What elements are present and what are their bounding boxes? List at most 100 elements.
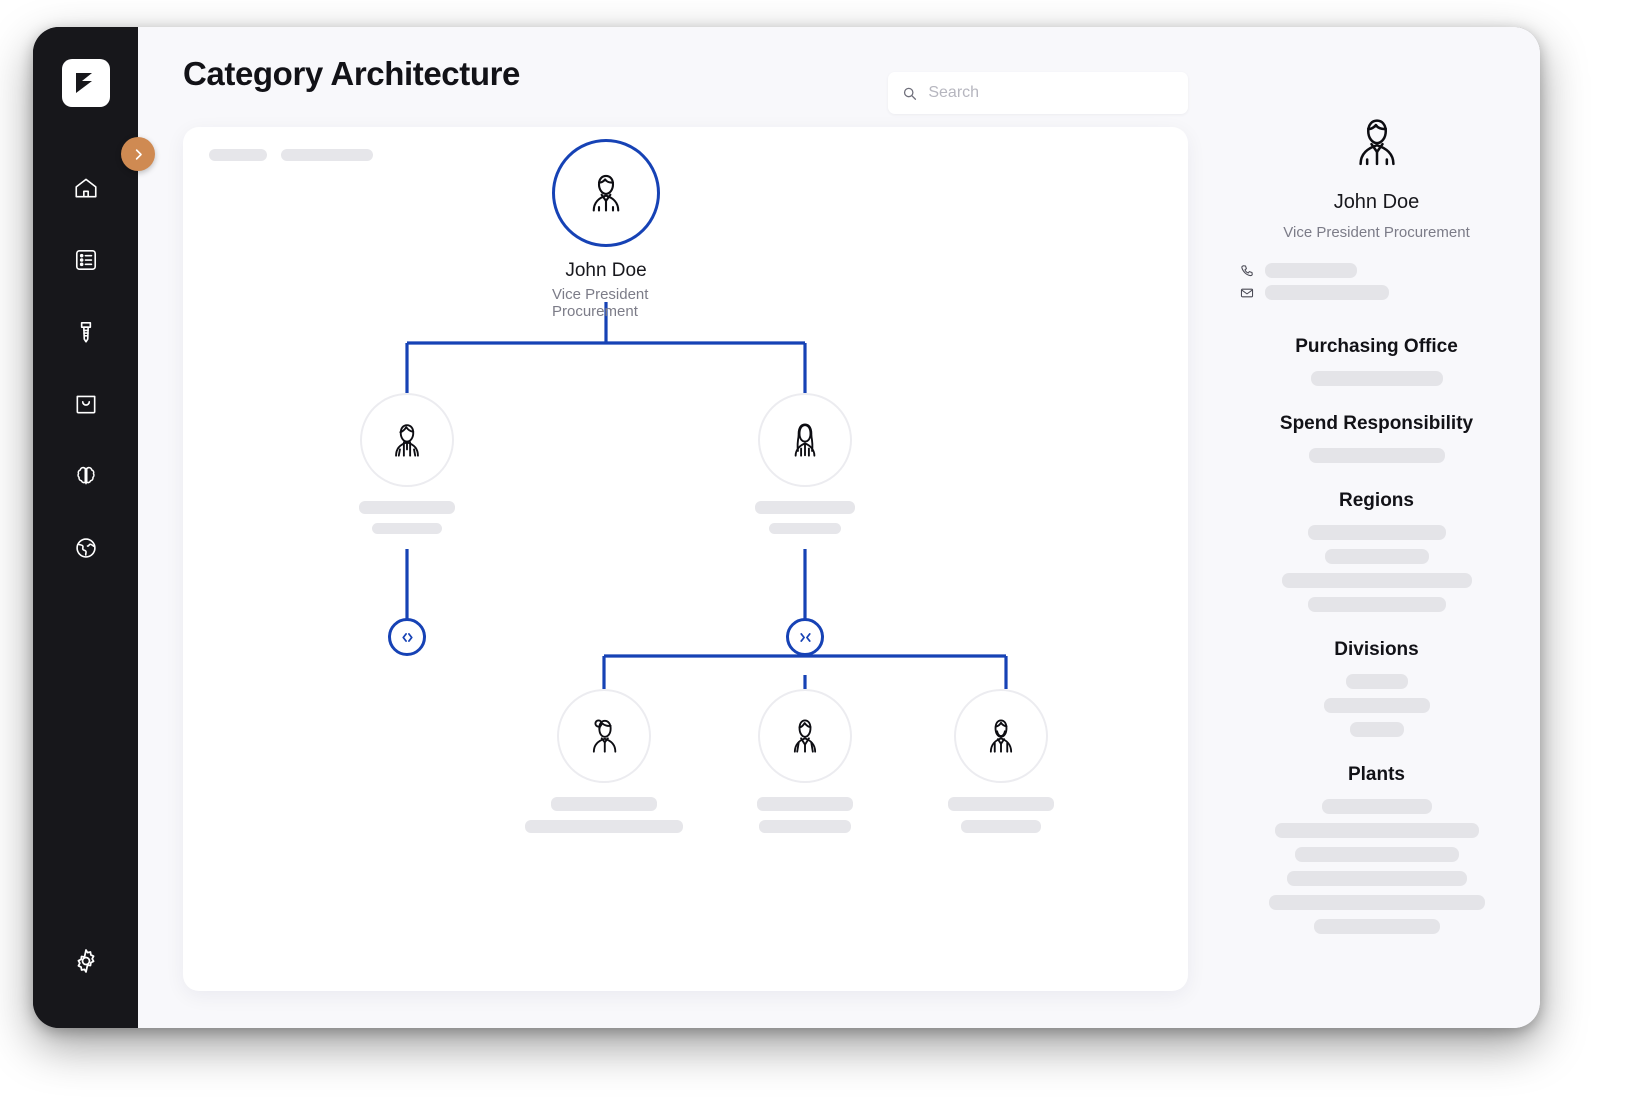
- org-node-grand-3[interactable]: [948, 689, 1054, 833]
- org-node-role-placeholder: [769, 523, 841, 534]
- detail-section-purchasing-office: Purchasing Office: [1213, 336, 1540, 386]
- section-value-placeholder: [1323, 698, 1430, 713]
- avatar-woman-bun-icon: [592, 719, 617, 753]
- org-chart-connectors: [405, 302, 1008, 689]
- section-placeholders: [1213, 674, 1540, 737]
- org-node-placeholders: [755, 501, 855, 534]
- org-node-placeholders: [359, 501, 455, 534]
- org-node-name-placeholder: [948, 797, 1054, 811]
- section-placeholders: [1213, 525, 1540, 612]
- section-value-placeholder: [1307, 525, 1446, 540]
- search-input[interactable]: [928, 84, 1174, 102]
- contact-list: [1213, 263, 1540, 300]
- contact-phone-placeholder: [1265, 263, 1357, 278]
- avatar-man-polo-icon: [1358, 119, 1395, 166]
- phone-icon: [1239, 263, 1254, 278]
- avatar[interactable]: [758, 689, 852, 783]
- screw-icon: [80, 321, 91, 343]
- section-placeholders: [1213, 799, 1540, 934]
- avatar: [1340, 105, 1414, 179]
- section-value-placeholder: [1286, 871, 1467, 886]
- contact-email-row[interactable]: [1239, 285, 1540, 300]
- collapse-icon: [799, 632, 811, 642]
- sidebar-item-parts[interactable]: [71, 317, 101, 347]
- org-node-role-placeholder: [372, 523, 442, 534]
- sidebar-item-home[interactable]: [71, 173, 101, 203]
- brain-icon: [76, 466, 95, 485]
- org-node-placeholders: [757, 797, 853, 833]
- org-toggle-expand[interactable]: [388, 618, 426, 656]
- section-value-placeholder: [1308, 448, 1445, 463]
- detail-role: Vice President Procurement: [1283, 224, 1470, 241]
- section-value-placeholder: [1345, 674, 1408, 689]
- home-icon: [74, 178, 97, 198]
- avatar[interactable]: [758, 393, 852, 487]
- contact-phone-row[interactable]: [1239, 263, 1540, 278]
- section-value-placeholder: [1324, 549, 1429, 564]
- section-placeholders: [1213, 371, 1540, 386]
- section-value-placeholder: [1321, 799, 1432, 814]
- sidebar-item-global[interactable]: [71, 533, 101, 563]
- sidebar-item-list[interactable]: [71, 245, 101, 275]
- section-value-placeholder: [1281, 573, 1472, 588]
- org-node-role-placeholder: [759, 820, 851, 833]
- section-title: Purchasing Office: [1295, 336, 1458, 357]
- app-window: Category Architecture: [33, 27, 1540, 1028]
- org-node-name-placeholder: [359, 501, 455, 514]
- section-value-placeholder: [1313, 919, 1440, 934]
- org-node-root[interactable]: John Doe Vice President Procurement: [552, 139, 660, 320]
- avatar-man-suit-icon: [793, 719, 817, 753]
- section-value-placeholder: [1307, 597, 1446, 612]
- section-value-placeholder: [1349, 722, 1404, 737]
- sidebar-expand-button[interactable]: [121, 137, 155, 171]
- section-value-placeholder: [1294, 847, 1459, 862]
- detail-section-divisions: Divisions: [1213, 639, 1540, 737]
- breadcrumb: [209, 149, 373, 161]
- sidebar-item-settings[interactable]: [71, 946, 101, 976]
- sidebar-nav: [71, 173, 101, 563]
- org-node-role: Vice President Procurement: [552, 286, 649, 320]
- avatar-woman-long-hair-icon: [794, 423, 816, 457]
- sidebar-item-insights[interactable]: [71, 461, 101, 491]
- sidebar-item-purchasing[interactable]: [71, 389, 101, 419]
- detail-panel: John Doe Vice President Procurement: [1213, 27, 1540, 1028]
- org-node-name-placeholder: [551, 797, 657, 811]
- org-toggle-collapse[interactable]: [786, 618, 824, 656]
- org-node-name: John Doe: [565, 260, 647, 281]
- breadcrumb-placeholder: [281, 149, 373, 161]
- avatar[interactable]: [360, 393, 454, 487]
- org-node-child-2[interactable]: [755, 393, 855, 534]
- detail-section-regions: Regions: [1213, 490, 1540, 612]
- bag-icon: [76, 395, 95, 414]
- org-node-grand-2[interactable]: [757, 689, 853, 833]
- list-icon: [75, 249, 96, 271]
- search-icon: [903, 87, 917, 100]
- avatar-man-beard-icon: [989, 719, 1013, 753]
- page-title: Category Architecture: [183, 55, 520, 92]
- gear-icon: [77, 949, 94, 973]
- avatar-man-polo-icon: [592, 174, 620, 212]
- avatar[interactable]: [552, 139, 660, 247]
- search-box[interactable]: [888, 72, 1188, 114]
- org-node-placeholders: [525, 797, 683, 833]
- sidebar: [33, 27, 138, 1028]
- section-value-placeholder: [1310, 371, 1443, 386]
- org-node-placeholders: [948, 797, 1054, 833]
- globe-icon: [75, 538, 96, 558]
- section-value-placeholder: [1274, 823, 1479, 838]
- section-value-placeholder: [1268, 895, 1485, 910]
- sidebar-footer: [33, 946, 138, 976]
- detail-section-spend-responsibility: Spend Responsibility: [1213, 413, 1540, 463]
- detail-name: John Doe: [1333, 191, 1420, 213]
- brand-logo[interactable]: [61, 59, 110, 107]
- org-node-grand-1[interactable]: [525, 689, 683, 833]
- section-title: Regions: [1339, 490, 1414, 511]
- org-node-child-1[interactable]: [359, 393, 455, 534]
- org-chart-card: John Doe Vice President Procurement: [183, 127, 1188, 991]
- section-title: Divisions: [1334, 639, 1419, 660]
- avatar[interactable]: [557, 689, 651, 783]
- avatar[interactable]: [954, 689, 1048, 783]
- breadcrumb-placeholder: [209, 149, 267, 161]
- org-node-name-placeholder: [757, 797, 853, 811]
- detail-section-plants: Plants: [1213, 764, 1540, 934]
